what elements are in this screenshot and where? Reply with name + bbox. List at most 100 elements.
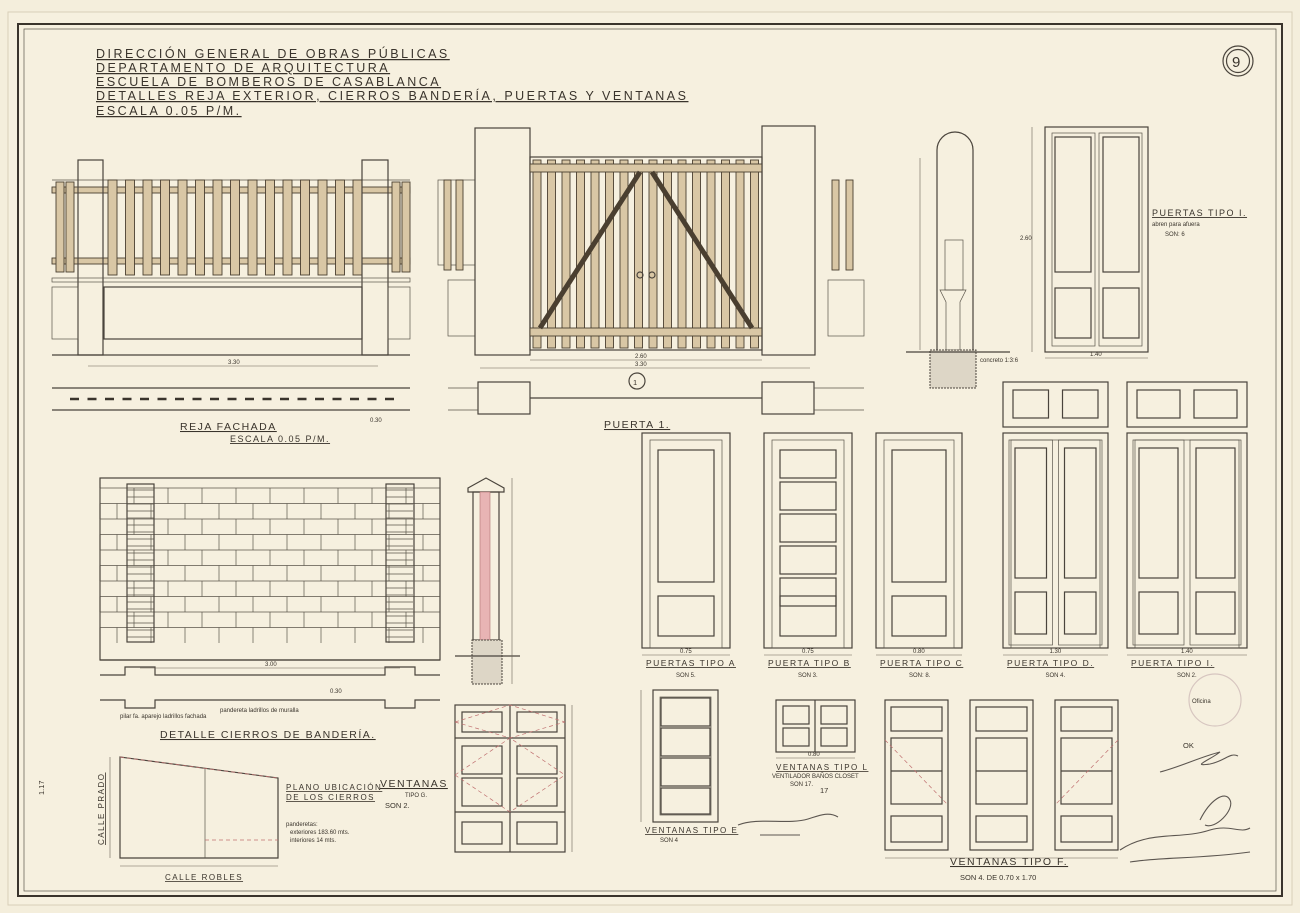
- gate-picket: [706, 159, 716, 349]
- sheet-number: 9: [1232, 54, 1240, 71]
- title-block: DIRECCIÓN GENERAL DE OBRAS PÚBLICAS DEPA…: [96, 46, 688, 118]
- reja-picket: [247, 179, 258, 276]
- outer-border: [17, 23, 1283, 897]
- door-leaf: [1008, 439, 1053, 646]
- note-pilar: pilar fa. aparejo ladrillos fachada: [120, 714, 207, 720]
- transom-pane: [1061, 389, 1099, 419]
- door-upper-panel: [1063, 447, 1097, 579]
- gate-picket: [721, 159, 730, 349]
- cierro-banderia-elevation: 3.00 0.30 pilar fa. aparejo ladrillos fa…: [99, 477, 441, 741]
- door-lower-panel: [1063, 591, 1097, 635]
- title-line-3: ESCUELA DE BOMBEROS DE CASABLANCA: [96, 75, 441, 89]
- door-lower-panel: [1014, 591, 1048, 635]
- ventana-l-dim: 0.80: [808, 752, 820, 758]
- tipo-i-note: abren para afuera: [1152, 222, 1200, 228]
- title-line-1: DIRECCIÓN GENERAL DE OBRAS PÚBLICAS: [96, 46, 450, 61]
- door-dim: 0.75: [802, 649, 814, 655]
- reja-picket: [177, 179, 188, 276]
- puerta-1-label: PUERTA 1.: [604, 419, 670, 431]
- plano-note-title: panderetas:: [286, 822, 318, 828]
- window-f-sash: [1054, 699, 1119, 851]
- reja-picket: [265, 179, 275, 276]
- door-count: SON 5.: [676, 673, 696, 679]
- gate-picket: [750, 159, 759, 349]
- reja-picket: [55, 181, 65, 273]
- plano-ubicacion: CALLE ROBLES CALLE PRADO PLANO UBICACIÓN…: [97, 756, 381, 882]
- door-label: PUERTA TIPO D.: [1007, 658, 1094, 668]
- puerta-1-elevation: 2.60 3.30 1 PUERTA 1.: [437, 125, 865, 431]
- cierro-dim-width: 3.00: [265, 662, 277, 668]
- reja-picket: [65, 181, 75, 273]
- tipo-i-dim-height: 2.60: [1020, 236, 1032, 242]
- signature-2: [737, 813, 839, 836]
- gate-picket: [532, 159, 542, 349]
- inner-border: [23, 28, 1277, 892]
- window-f-sash: [884, 699, 949, 851]
- gate-dim-leaf: 2.60: [635, 354, 647, 360]
- gate-picket: [619, 159, 629, 349]
- transom-pane: [1012, 389, 1050, 419]
- ventana-f-label: VENTANAS TIPO F.: [950, 856, 1068, 868]
- door-count: SON 3.: [798, 673, 818, 679]
- door-leaf: [1189, 439, 1242, 646]
- stamp-circle: [1188, 673, 1242, 727]
- door-casing: [1134, 439, 1240, 649]
- window-f-lower-pane: [890, 815, 943, 843]
- gate-post-right: [761, 125, 816, 356]
- reja-picket: [142, 179, 153, 276]
- reja-label: REJA FACHADA: [180, 421, 277, 433]
- tipo-i-dim-width: 1.40: [1090, 352, 1102, 358]
- door-glass-pane: [779, 545, 837, 575]
- sheet-number-badge: 9: [1222, 45, 1254, 77]
- tipo-i-label: PUERTAS TIPO I.: [1152, 208, 1247, 218]
- ventana-g-count: SON 2.: [385, 801, 410, 810]
- side-picket: [831, 179, 840, 271]
- transom-pane: [1136, 389, 1181, 419]
- reja-dim-post: 0.30: [370, 418, 382, 424]
- reja-picket: [401, 181, 411, 273]
- door-label: PUERTA TIPO C: [880, 658, 963, 668]
- ventana-e-count: SON 4: [660, 838, 679, 844]
- ventana-l-count: SON 17.: [790, 782, 813, 788]
- gate-handle-left: [636, 271, 644, 279]
- gate-picket: [634, 159, 643, 349]
- door-count: SON 2.: [1177, 673, 1197, 679]
- ventana-e-label: VENTANAS TIPO E: [645, 826, 738, 835]
- door-casing: [649, 439, 723, 649]
- pencil-margin-note: 1.17: [37, 780, 46, 795]
- door-leaf: [1058, 439, 1103, 646]
- plano-label-2: DE LOS CIERROS: [286, 793, 375, 802]
- door-label: PUERTA TIPO I.: [1131, 658, 1214, 668]
- door-glass-pane: [779, 577, 837, 607]
- ventana-tipo-l: 0.80 VENTANAS TIPO L VENTILADOR BAÑOS CL…: [772, 699, 867, 795]
- door-casing: [771, 439, 845, 649]
- street-bottom: CALLE ROBLES: [165, 873, 243, 882]
- reja-picket: [107, 179, 118, 276]
- door-transom: [1002, 381, 1109, 428]
- gate-picket: [735, 159, 745, 349]
- gate-picket: [677, 159, 687, 349]
- window-f-top-pane: [975, 706, 1028, 732]
- section-note: concreto 1:3:6: [980, 358, 1019, 364]
- door-label: PUERTA TIPO B: [768, 658, 851, 668]
- ventana-l-sub: VENTILADOR BAÑOS CLOSET: [772, 773, 859, 780]
- cierros-label: DETALLE CIERROS DE BANDERÍA.: [160, 728, 376, 741]
- side-picket: [443, 179, 452, 271]
- reja-picket: [195, 179, 205, 276]
- title-line-4: DETALLES REJA EXTERIOR, CIERROS BANDERÍA…: [96, 88, 688, 103]
- door-dim: 1.30: [1050, 649, 1062, 655]
- reja-picket: [230, 179, 240, 276]
- gate-picket: [605, 159, 614, 349]
- reja-picket: [352, 179, 363, 276]
- tipo-i-count: SON: 6: [1165, 232, 1185, 238]
- detail-marker: 1: [633, 378, 637, 387]
- door-count: SON 4.: [1046, 673, 1066, 679]
- reja-picket: [300, 179, 310, 276]
- signature-3: [1119, 795, 1251, 863]
- ventana-g-label: VENTANAS: [380, 778, 448, 790]
- ventana-tipo-f: VENTANAS TIPO F. SON 4. DE 0.70 x 1.70: [884, 699, 1119, 882]
